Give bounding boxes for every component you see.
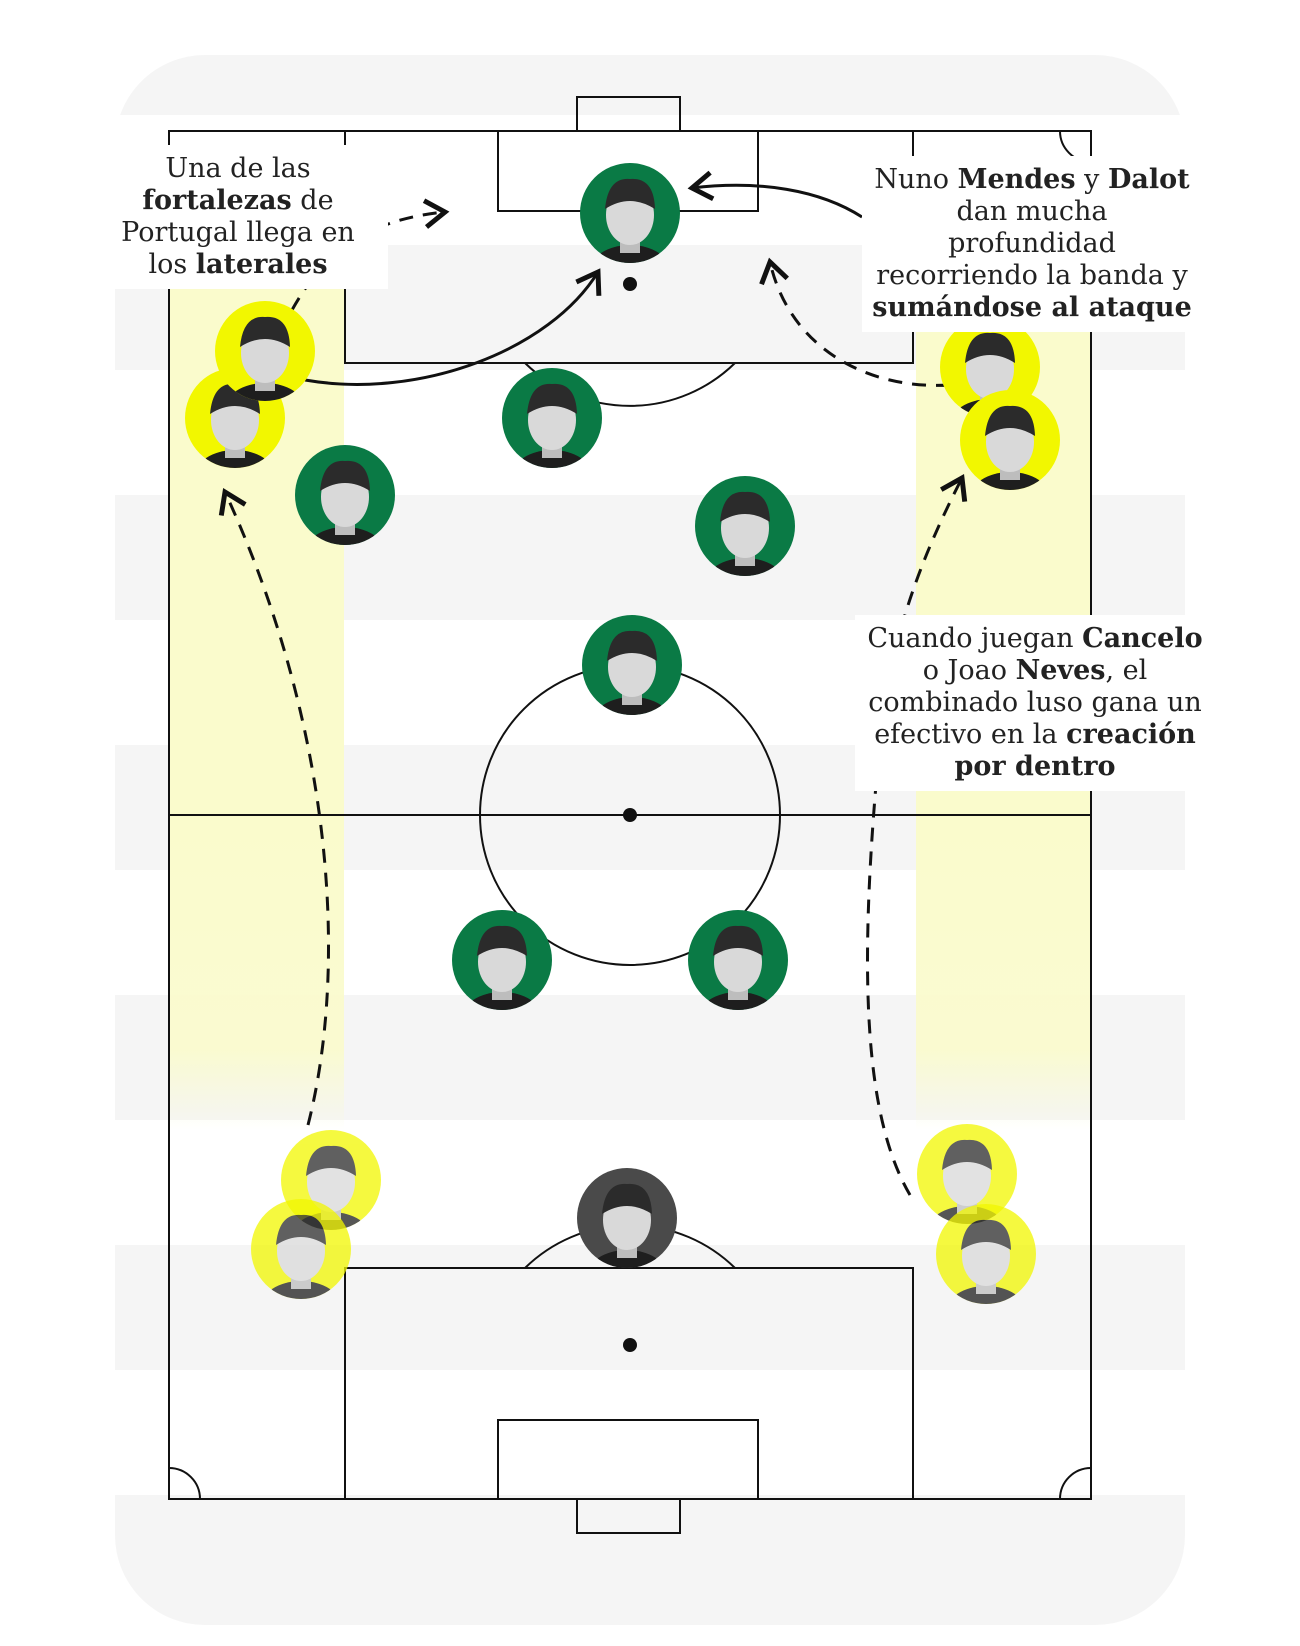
callout-text-segment: Dalot: [1108, 164, 1190, 195]
callout-text-segment: laterales: [196, 249, 328, 280]
callout-text-segment: Una de las: [165, 153, 310, 184]
callout-text-segment: dan mucha profundidad recorriendo la ban…: [876, 196, 1188, 291]
callout-top-right: Nuno Mendes y Dalot dan mucha profundida…: [862, 156, 1202, 332]
right-wing-zone-bottom: [916, 810, 1091, 1130]
callout-text-segment: fortalezas: [142, 185, 291, 216]
callout-mid-right: Cuando juegan Cancelo o Joao Neves, el c…: [855, 615, 1215, 791]
left-wing-zone-bottom: [169, 810, 344, 1130]
top-penalty-spot: [623, 277, 637, 291]
callout-text-segment: y: [1076, 164, 1108, 195]
bottom-penalty-spot: [623, 1338, 637, 1352]
callout-text-segment: Neves: [1016, 655, 1106, 686]
callout-top-left: Una de las fortalezas de Portugal llega …: [88, 145, 388, 289]
callout-text-segment: o Joao: [923, 655, 1016, 686]
callout-text-segment: Cancelo: [1082, 623, 1203, 654]
center-spot: [623, 808, 637, 822]
callout-text-segment: sumándose al ataque: [872, 292, 1192, 323]
callout-text-segment: Nuno: [874, 164, 957, 195]
callout-text-segment: Mendes: [958, 164, 1076, 195]
callout-text-segment: Cuando juegan: [867, 623, 1082, 654]
